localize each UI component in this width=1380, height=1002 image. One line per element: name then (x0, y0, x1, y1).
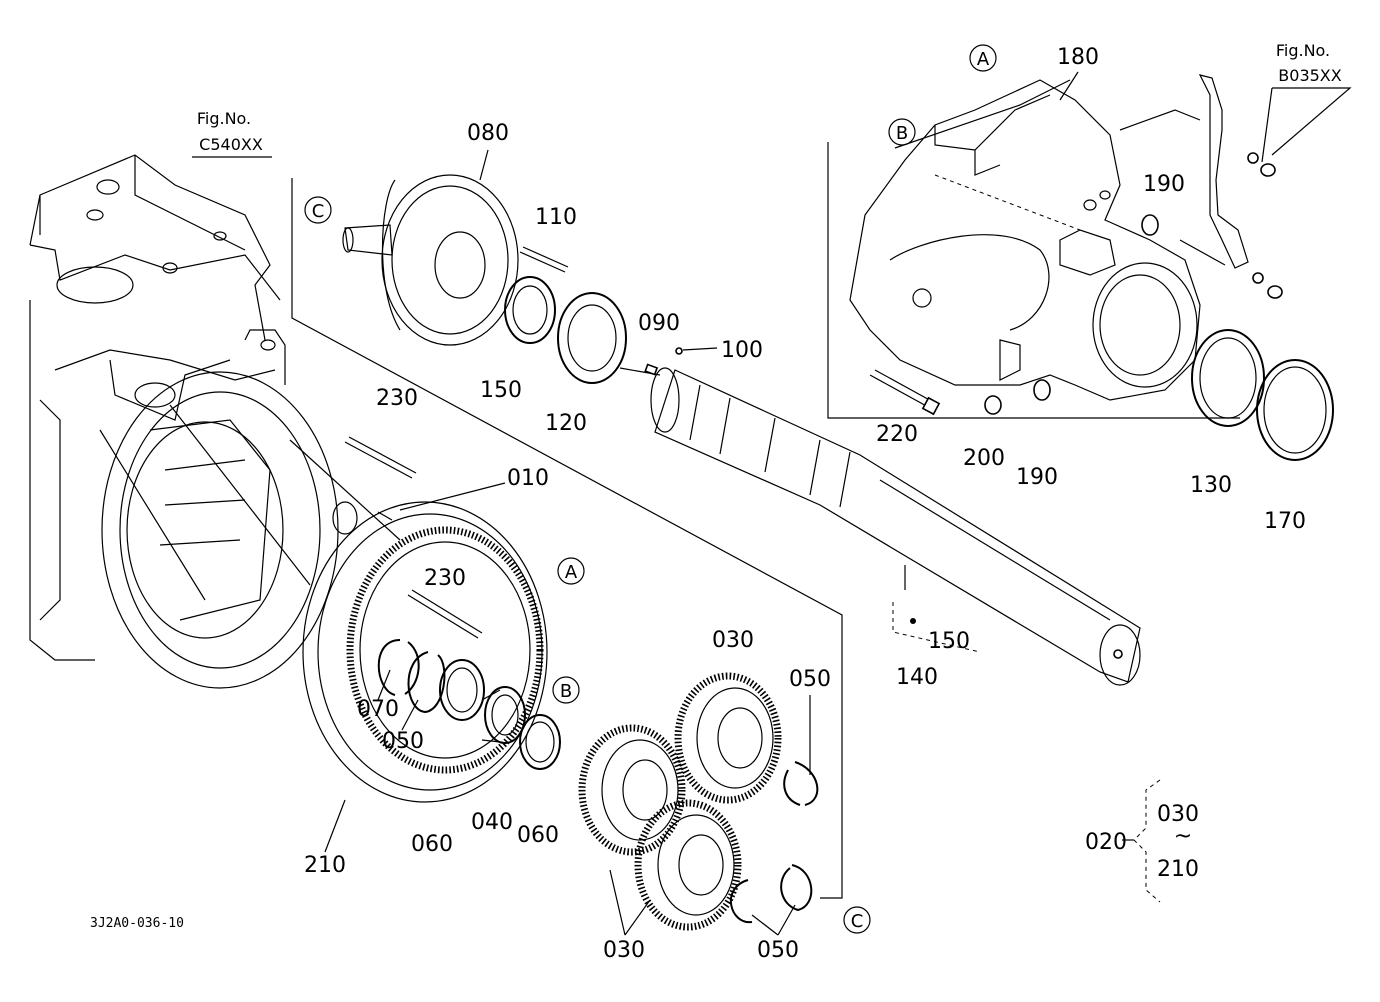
fig-ref-left: Fig.No. C540XX (192, 109, 272, 158)
pin-110 (519, 246, 569, 273)
label-050-bottom: 050 (757, 938, 799, 963)
label-070: 070 (357, 697, 399, 722)
label-030-bottom: 030 (603, 938, 645, 963)
callout-a-mid: A (557, 557, 585, 585)
label-leaders (324, 71, 1134, 936)
lock-nut-150 (504, 276, 556, 344)
label-050-left: 050 (382, 729, 424, 754)
guide-lines (289, 79, 1240, 899)
planet-gear-030-mid (578, 724, 686, 856)
ball-100 (675, 347, 718, 355)
svg-text:C: C (312, 201, 325, 222)
svg-text:B035XX: B035XX (1278, 66, 1341, 85)
mount-bracket (1198, 74, 1283, 299)
svg-text:A: A (977, 49, 990, 70)
label-150-lower: 150 (928, 629, 970, 654)
drawing-id: 3J2A0-036-10 (90, 916, 184, 931)
callout-c-top: C (304, 196, 332, 224)
snap-ring-050-bottom-1 (729, 879, 753, 924)
bearing-120 (557, 292, 627, 384)
label-110: 110 (535, 205, 577, 230)
oil-seal-170 (1256, 359, 1334, 461)
plug-200 (984, 395, 1002, 415)
label-120: 120 (545, 411, 587, 436)
label-050-right: 050 (789, 667, 831, 692)
part-labels: 010 020 030 030 040 050 050 050 060 060 … (304, 45, 1306, 963)
label-080: 080 (467, 121, 509, 146)
label-230-lower: 230 (424, 566, 466, 591)
label-100: 100 (721, 338, 763, 363)
dowel-pin (377, 511, 393, 521)
label-040: 040 (471, 810, 513, 835)
snap-ring-070 (377, 639, 420, 696)
svg-text:B: B (896, 123, 908, 144)
stud-230-lower (407, 589, 483, 639)
callout-b-top: B (888, 118, 916, 146)
label-220: 220 (876, 422, 918, 447)
snap-ring-050-left (407, 651, 446, 714)
plug-190-upper (1141, 214, 1159, 236)
label-200: 200 (963, 446, 1005, 471)
label-030-top: 030 (712, 628, 754, 653)
snap-ring-050-right (783, 761, 819, 806)
fig-ref-right: Fig.No. B035XX (1261, 41, 1352, 163)
planet-gear-030-low (634, 799, 742, 931)
label-190-upper: 190 (1143, 172, 1185, 197)
set-to: 210 (1157, 857, 1199, 882)
label-190-lower: 190 (1016, 465, 1058, 490)
svg-text:C: C (851, 911, 864, 932)
label-020: 020 (1085, 830, 1127, 855)
svg-text:A: A (565, 562, 578, 583)
callout-b-mid: B (552, 676, 580, 704)
bearing-130 (1191, 329, 1265, 427)
final-drive-cover (849, 79, 1201, 401)
ring-gear-210 (302, 501, 548, 803)
stud-230-upper (344, 436, 417, 479)
axle-shaft-140 (650, 367, 1141, 686)
transmission-housing (29, 154, 358, 689)
washer-060-left (439, 659, 485, 721)
label-170: 170 (1264, 509, 1306, 534)
bolt-220 (869, 369, 941, 416)
label-150-upper: 150 (480, 378, 522, 403)
needle-bearing-040 (481, 686, 526, 744)
label-060-right: 060 (517, 823, 559, 848)
planet-gear-030-top (674, 672, 782, 804)
label-210: 210 (304, 853, 346, 878)
washer-060-right (519, 714, 561, 770)
label-010: 010 (507, 466, 549, 491)
snap-ring-050-bottom-2 (780, 864, 813, 912)
set-group-020: 030 ~ 210 (1133, 779, 1199, 903)
label-140: 140 (896, 665, 938, 690)
planet-carrier-080 (342, 174, 519, 346)
label-090: 090 (638, 311, 680, 336)
label-130: 130 (1190, 473, 1232, 498)
svg-text:C540XX: C540XX (199, 135, 263, 154)
label-230-upper: 230 (376, 386, 418, 411)
label-180: 180 (1057, 45, 1099, 70)
svg-text:Fig.No.: Fig.No. (1276, 41, 1330, 60)
plug-190-lower (1033, 379, 1051, 401)
label-060-left: 060 (411, 832, 453, 857)
svg-text:B: B (560, 681, 572, 702)
callout-a-top: A (969, 44, 997, 72)
svg-text:Fig.No.: Fig.No. (197, 109, 251, 128)
callout-c-bottom: C (843, 906, 871, 934)
set-from: 030 (1157, 802, 1199, 827)
pin-090 (644, 363, 659, 376)
set-tilde: ~ (1174, 824, 1192, 849)
